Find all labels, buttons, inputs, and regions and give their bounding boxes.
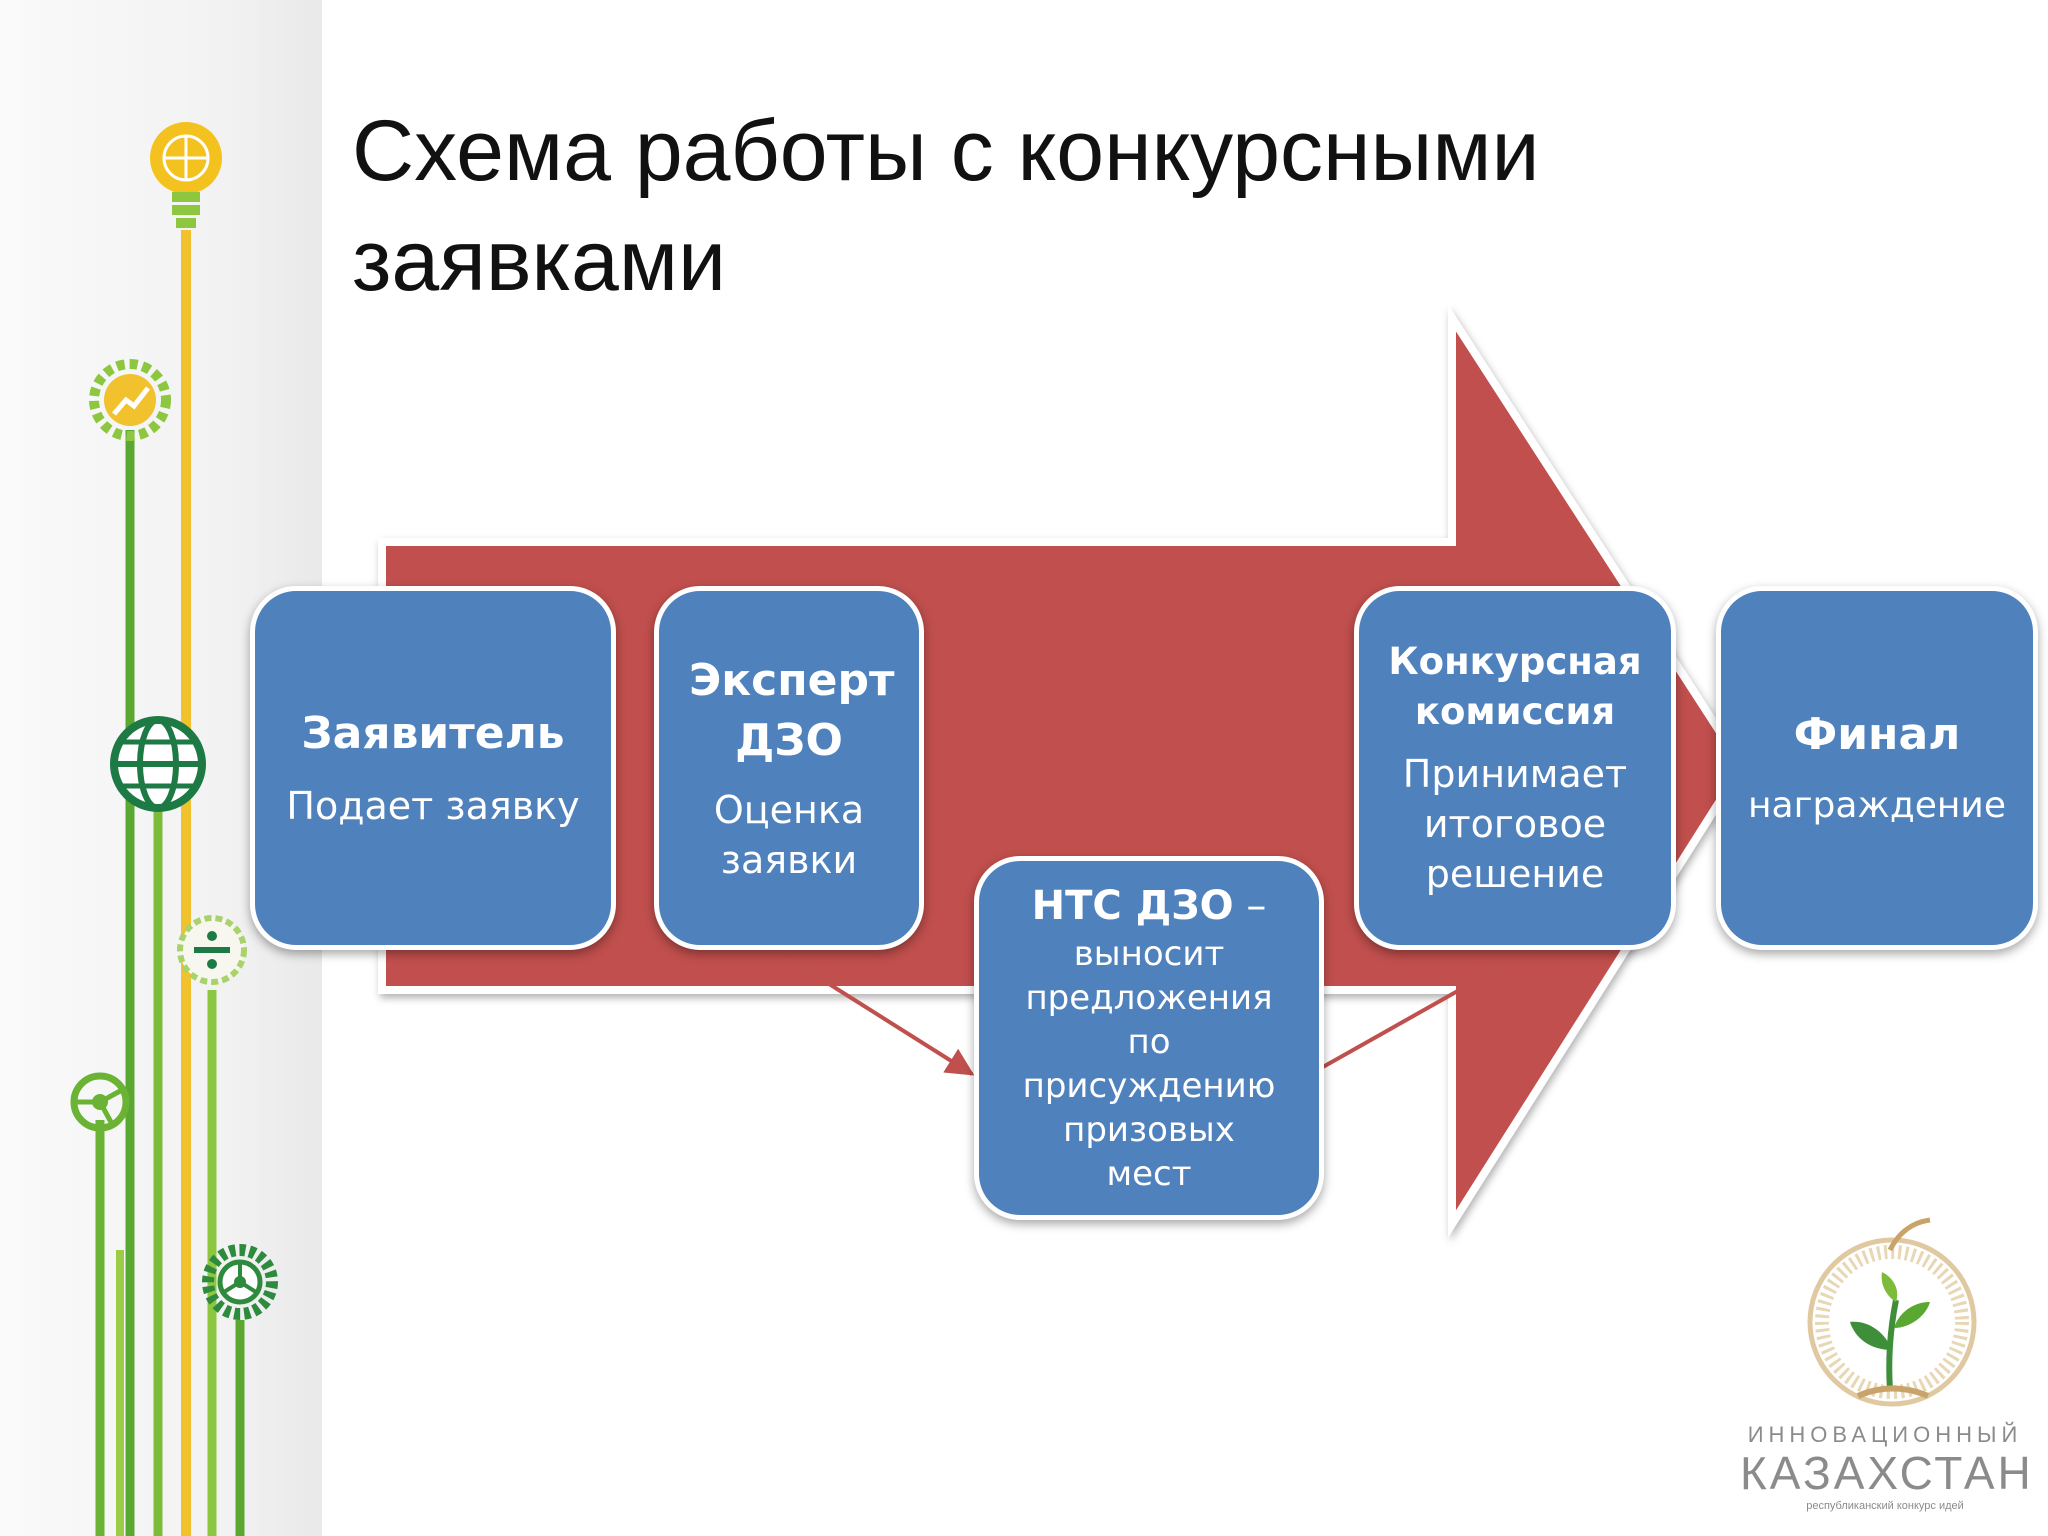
step-final-title: Финал xyxy=(1793,709,1961,760)
step-applicant-title: Заявитель xyxy=(301,708,565,759)
logo-text-main: КАЗАХСТАН xyxy=(1740,1447,2034,1499)
step-expert-title: Эксперт ДЗО xyxy=(689,655,895,766)
step-ntc-desc: выносит предложения по присуждению призо… xyxy=(1022,934,1276,1194)
logo-text-top: ИННОВАЦИОННЫЙ xyxy=(1747,1422,2023,1447)
title-line-1: Схема работы с конкурсными xyxy=(352,103,1540,199)
connector-expert-to-ntc xyxy=(770,946,975,1076)
big-red-arrow xyxy=(378,304,1747,1238)
gear-icon xyxy=(202,1244,278,1320)
step-ntc-dash: – xyxy=(1233,883,1267,929)
step-commission-title: Конкурсная комиссия xyxy=(1388,640,1642,733)
step-final: Финал награждение xyxy=(1716,586,2038,950)
step-expert: Эксперт ДЗО Оценка заявки xyxy=(654,586,924,950)
step-applicant-desc: Подает заявку xyxy=(286,784,580,828)
globe-icon xyxy=(110,716,206,812)
page-title: Схема работы с конкурсными заявками xyxy=(352,96,1952,316)
step-ntc-title: НТС ДЗО xyxy=(1031,883,1234,929)
step-final-desc: награждение xyxy=(1748,785,2006,826)
title-line-2: заявками xyxy=(352,213,727,309)
sidebar-lines xyxy=(95,230,245,1536)
step-ntc-title-row: НТС ДЗО – xyxy=(1032,880,1267,932)
step-commission-desc: Принимает итоговое решение xyxy=(1402,752,1628,896)
step-applicant: Заявитель Подает заявку xyxy=(250,586,616,950)
step-ntc: НТС ДЗО – выносит предложения по присужд… xyxy=(974,856,1324,1220)
logo-text-small: республиканский конкурс идей xyxy=(1806,1500,1964,1512)
step-expert-desc: Оценка заявки xyxy=(713,788,865,882)
sprout-icon xyxy=(1807,1217,1977,1407)
steering-wheel-icon xyxy=(70,1072,130,1132)
connector-ntc-to-commission xyxy=(1313,946,1537,1074)
step-commission: Конкурсная комиссия Принимает итоговое р… xyxy=(1354,586,1676,950)
divide-icon xyxy=(177,915,247,985)
growth-gear-icon xyxy=(89,359,171,441)
lightbulb-icon xyxy=(150,122,222,228)
innovative-kazakhstan-logo: ИННОВАЦИОННЫЙ КАЗАХСТАН республиканский … xyxy=(1740,1210,2040,1530)
